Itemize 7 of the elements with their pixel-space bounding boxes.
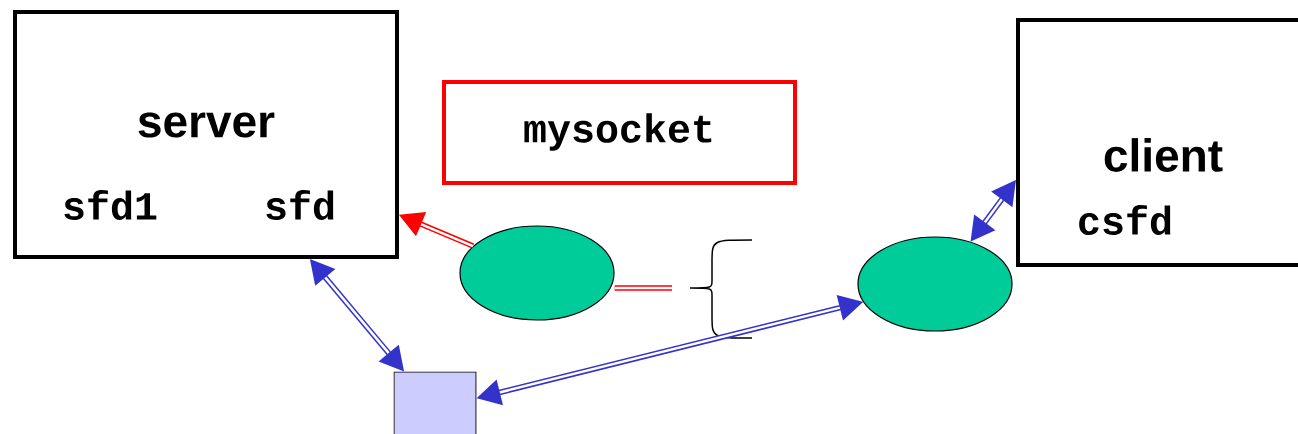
arrow (399, 212, 475, 249)
label-box: mysocket (442, 80, 797, 185)
client-box: client csfd (1016, 18, 1298, 267)
ellipse (857, 236, 1013, 332)
ellipse (459, 225, 615, 321)
server-box: server sfd1 sfd (13, 10, 399, 259)
arrow (970, 180, 1016, 242)
